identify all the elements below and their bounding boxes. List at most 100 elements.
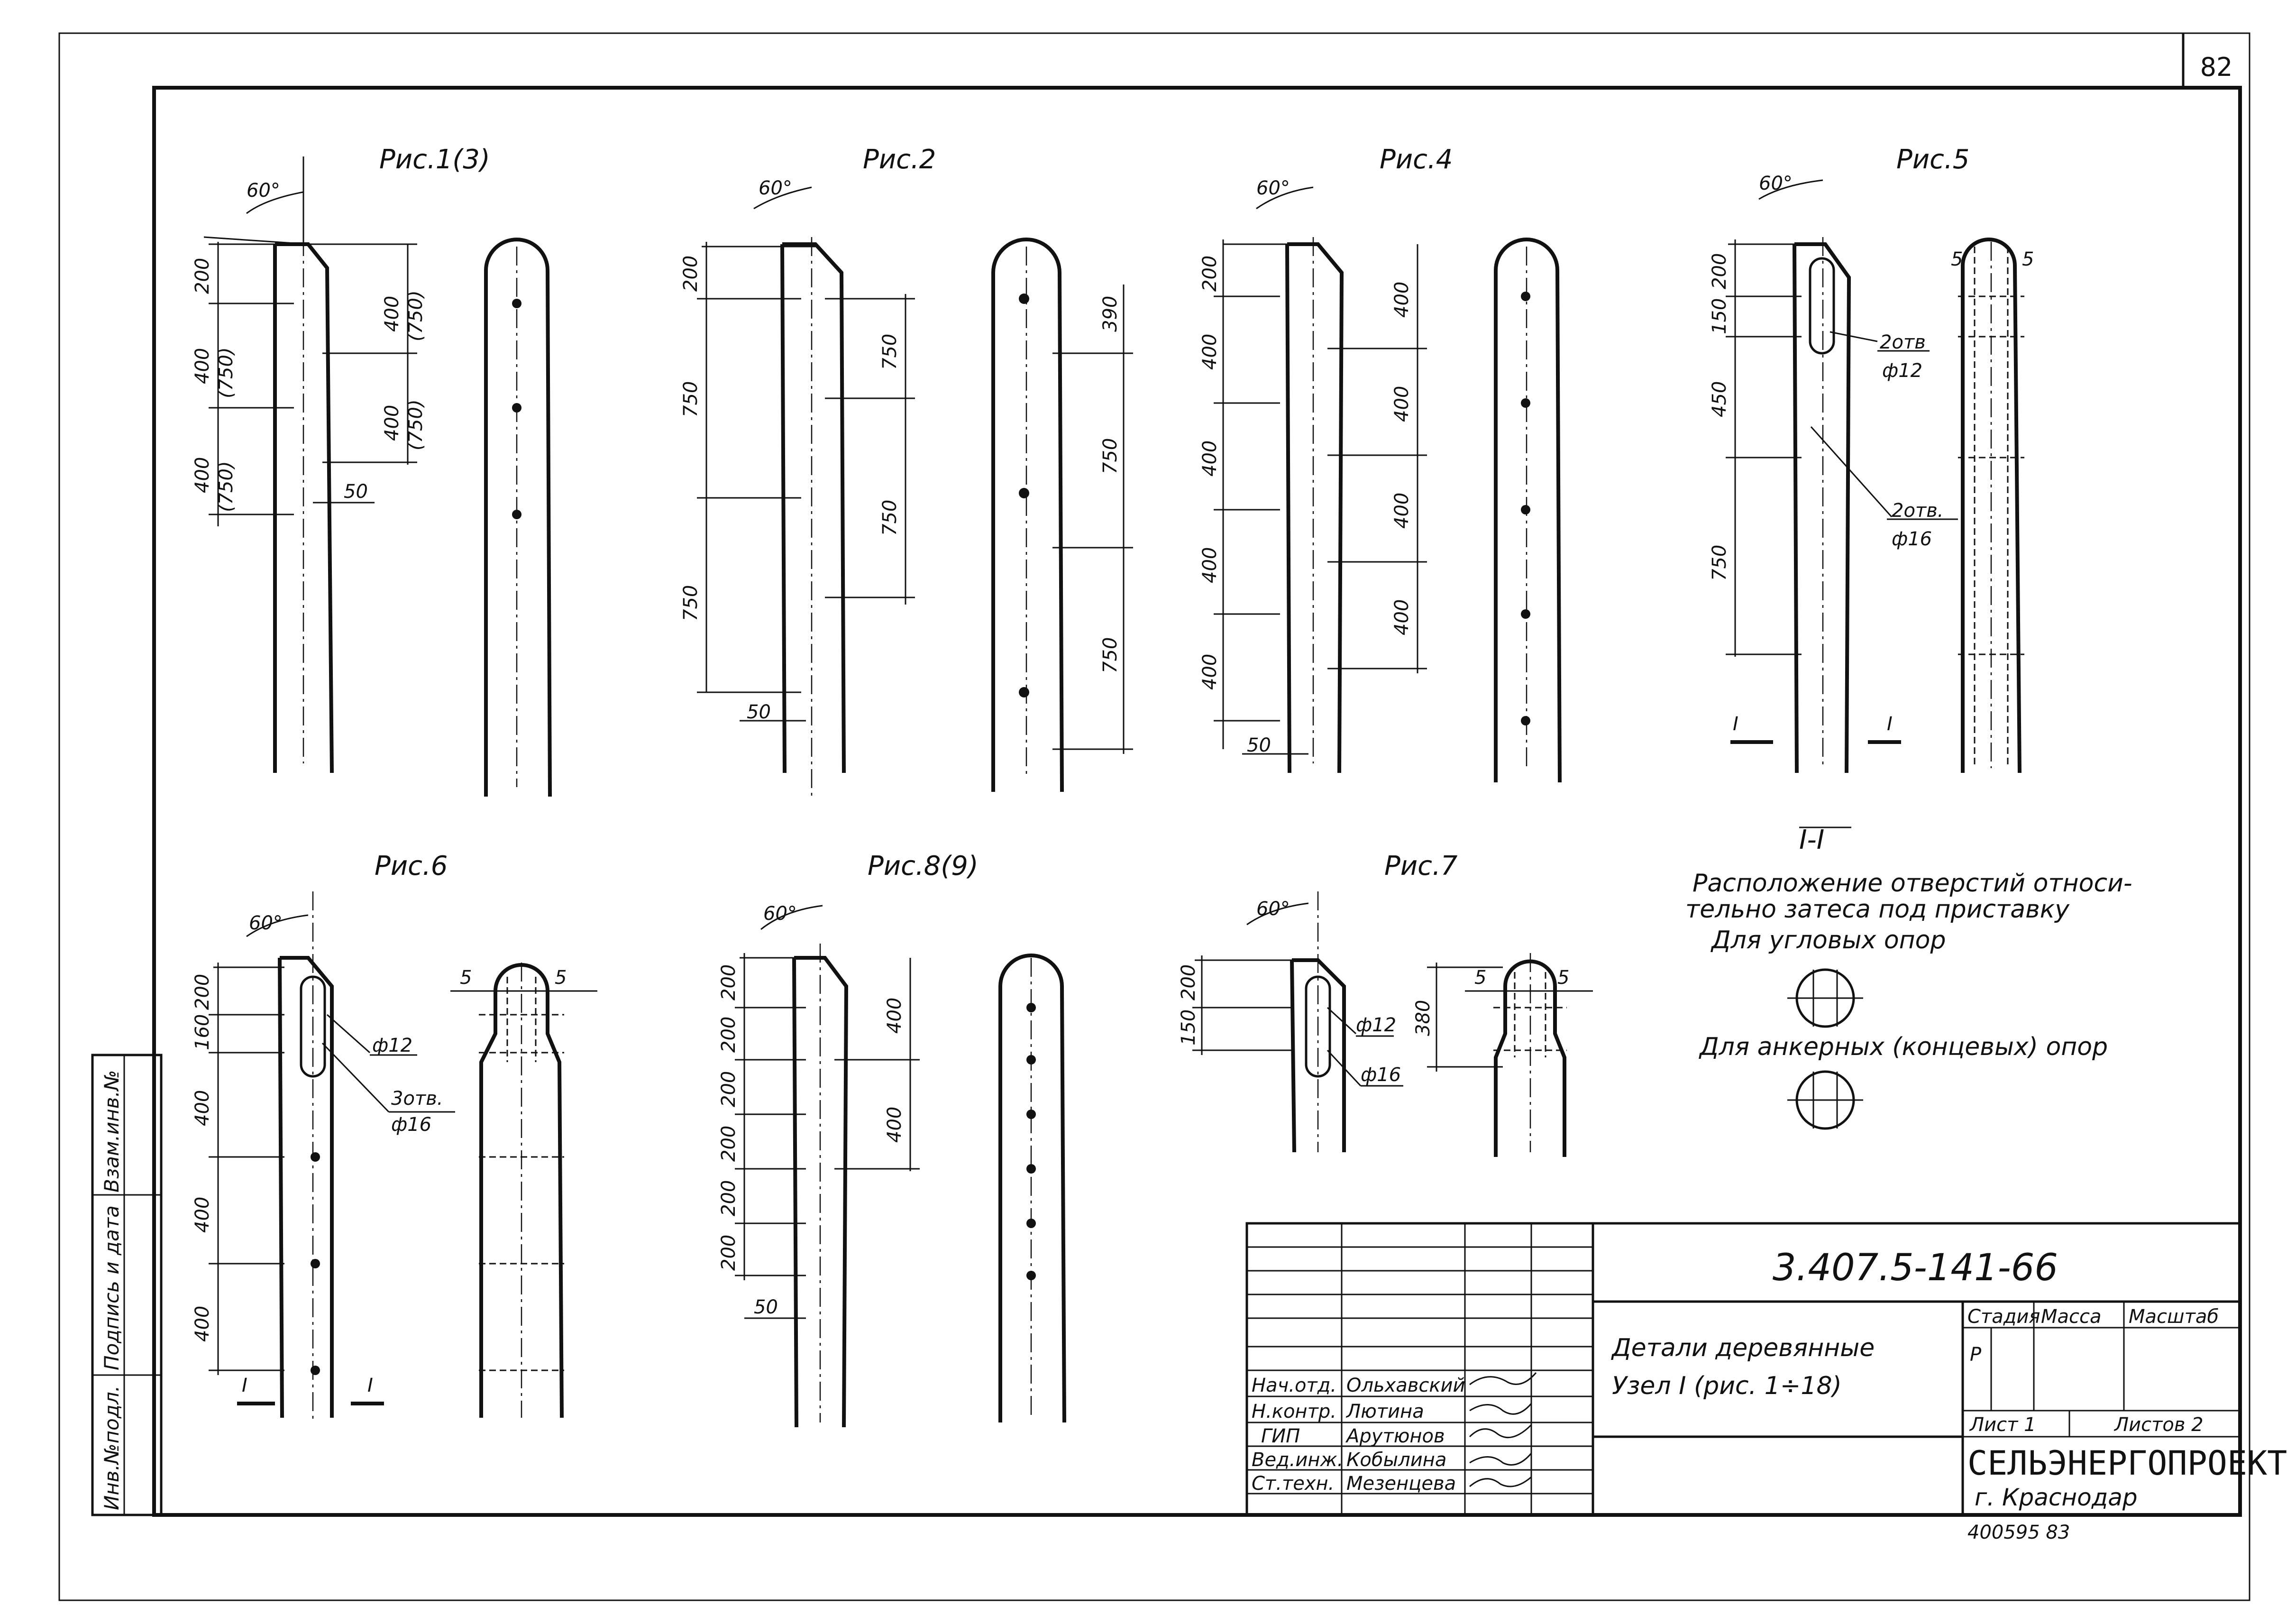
- fig4-angle: 60°: [1256, 177, 1290, 199]
- fig6-dim-400c: 400: [192, 1306, 213, 1342]
- fig2-dim-200: 200: [680, 256, 702, 292]
- fig4-pole-side: [1285, 242, 1344, 773]
- section-text-line2: тельно затеса под приставку: [1685, 895, 2070, 924]
- fig8-rdim-400a: 400: [884, 998, 906, 1034]
- fig5-pole-front: [1961, 238, 2022, 773]
- fig4-pole-front: [1494, 238, 1562, 783]
- fig1-pole-front: [484, 238, 552, 797]
- staff-name-3: Кобылина: [1346, 1449, 1446, 1471]
- fig4-title: Рис.4: [1380, 144, 1453, 175]
- fig6-section-right: I: [367, 1375, 373, 1396]
- side-stamp-replace: Взам.инв.№: [100, 1070, 123, 1193]
- stage-value: Р: [1970, 1344, 1982, 1366]
- fig7-title: Рис.7: [1384, 851, 1458, 881]
- fig4-dim-200: 200: [1199, 256, 1221, 292]
- section-label-angle: Для угловых опор: [1711, 926, 1946, 954]
- section-title: I-I: [1799, 825, 1824, 855]
- fig7-angle: 60°: [1256, 898, 1290, 920]
- organization: СЕЛЬЭНЕРГОПРОЕКТ: [1967, 1444, 2287, 1483]
- section-i-i: I-I Расположение отверстий относи- тельн…: [1685, 825, 2132, 1130]
- fig2-rdim-750b: 750: [879, 500, 901, 536]
- inner-frame: [152, 86, 2242, 1517]
- fig4-rdim-400d: 400: [1391, 599, 1413, 635]
- fig1-dim-750b: (750): [215, 461, 237, 512]
- fig7-dia1: ф12: [1356, 1014, 1396, 1036]
- fig2-fdim-390: 390: [1099, 296, 1121, 332]
- fig1-dim-200: 200: [192, 258, 213, 294]
- fig2-pole-side: [780, 242, 846, 773]
- title-block: 3.407.5-141-66 Детали деревянные Узел I …: [1245, 1222, 2287, 1543]
- fig5-dia1: ф12: [1882, 360, 1922, 382]
- fig4-dim-400d: 400: [1199, 654, 1221, 690]
- fig2-fdim-750b: 750: [1099, 637, 1121, 673]
- staff-name-0: Ольхавский: [1346, 1375, 1465, 1396]
- fig5-dim-150: 150: [1709, 298, 1730, 334]
- fig8-pole-side: [792, 956, 849, 1428]
- fig8-dim-200a: 200: [718, 964, 740, 1000]
- fig7-pole-side: [1290, 958, 1346, 1153]
- fig1-dim-400a: 400: [192, 348, 213, 384]
- section-angle-support-symbol: [1787, 968, 1863, 1028]
- staff-list: Нач.отд. Ольхавский Н.контр. Лютина ГИП …: [1252, 1375, 1465, 1495]
- staff-name-1: Лютина: [1345, 1401, 1424, 1422]
- fig6-dia1: ф12: [372, 1035, 412, 1056]
- staff-name-4: Мезенцева: [1346, 1473, 1456, 1495]
- fig7-gap-right: 5: [1557, 967, 1569, 989]
- fig8-dim-200d: 200: [718, 1126, 740, 1162]
- fig4-rdim-400a: 400: [1391, 282, 1413, 318]
- fig1-title: Рис.1(3): [379, 144, 490, 175]
- fig6-section-left: I: [242, 1375, 247, 1396]
- figure-8: Рис.8(9) 60° 200 200 200 200 200 200 50 …: [718, 851, 1066, 1428]
- sheets-label: Листов 2: [2113, 1414, 2204, 1436]
- scale-header: Масштаб: [2129, 1306, 2219, 1328]
- fig5-pole-side: [1793, 242, 1851, 773]
- staff-role-2: ГИП: [1261, 1425, 1300, 1447]
- side-stamp-sign: Подпись и дата: [100, 1205, 123, 1370]
- fig8-rdim-400b: 400: [884, 1107, 906, 1143]
- side-stamp: Инв.№подл. Подпись и дата Взам.инв.№: [91, 1054, 163, 1516]
- fig7-dim-200: 200: [1178, 964, 1199, 1000]
- fig1-angle: 60°: [247, 180, 280, 202]
- section-text-line1: Расположение отверстий относи-: [1692, 869, 2132, 898]
- fig5-dim-200: 200: [1709, 253, 1730, 289]
- fig6-dia2: ф16: [391, 1114, 431, 1136]
- sheet-number: 82: [2200, 52, 2233, 82]
- fig7-dim-380: 380: [1412, 1000, 1434, 1036]
- fig2-rdim-750a: 750: [879, 334, 901, 370]
- section-label-anchor: Для анкерных (концевых) опор: [1699, 1033, 2108, 1061]
- fig4-rdim-400c: 400: [1391, 493, 1413, 529]
- signatures: [1469, 1372, 1537, 1487]
- figure-4: Рис.4 60° 200 400 400 400 400 50 400 400…: [1199, 144, 1562, 783]
- staff-role-3: Вед.инж.: [1252, 1449, 1343, 1471]
- sheet-label: Лист 1: [1969, 1414, 2036, 1436]
- title-line1: Детали деревянные: [1611, 1334, 1875, 1362]
- figure-7: Рис.7 60° 200 150 ф12 ф16 380 5 5: [1178, 851, 1593, 1157]
- figure-2: Рис.2 60° 200 750 750 50 750 750 390 75: [680, 144, 1133, 797]
- side-stamp-inv: Инв.№подл.: [100, 1385, 123, 1510]
- fig5-dim-450: 450: [1709, 381, 1730, 417]
- fig5-angle: 60°: [1759, 173, 1793, 194]
- fig5-gap-right: 5: [2022, 248, 2034, 270]
- fig8-dim-200b: 200: [718, 1017, 740, 1053]
- fig5-section-right: I: [1887, 713, 1893, 735]
- fig5-dim-750: 750: [1709, 545, 1730, 581]
- fig5-holes2: 2отв.: [1892, 500, 1944, 522]
- fig5-dia2: ф16: [1892, 528, 1932, 550]
- doc-code: 3.407.5-141-66: [1773, 1247, 2058, 1289]
- title-line2: Узел I (рис. 1÷18): [1612, 1372, 1842, 1400]
- fig1-dim-400b: 400: [192, 457, 213, 493]
- fig1-dim-50: 50: [344, 481, 368, 503]
- fig4-dim-400a: 400: [1199, 334, 1221, 370]
- fig2-dim-750a: 750: [680, 381, 702, 417]
- fig4-dim-50: 50: [1247, 734, 1271, 756]
- figure-6: Рис.6 60° 200 160 400 400 400 ф12 3отв. …: [192, 851, 597, 1422]
- fig5-holes1: 2отв: [1880, 331, 1926, 353]
- archive-number: 400595 83: [1967, 1522, 2070, 1543]
- fig1-rdim-750b: (750): [405, 399, 427, 450]
- fig8-pole-front: [998, 954, 1066, 1423]
- fig6-title: Рис.6: [375, 851, 448, 881]
- fig4-dim-400b: 400: [1199, 440, 1221, 477]
- fig6-angle: 60°: [249, 912, 283, 934]
- section-anchor-support-symbol: [1787, 1070, 1863, 1130]
